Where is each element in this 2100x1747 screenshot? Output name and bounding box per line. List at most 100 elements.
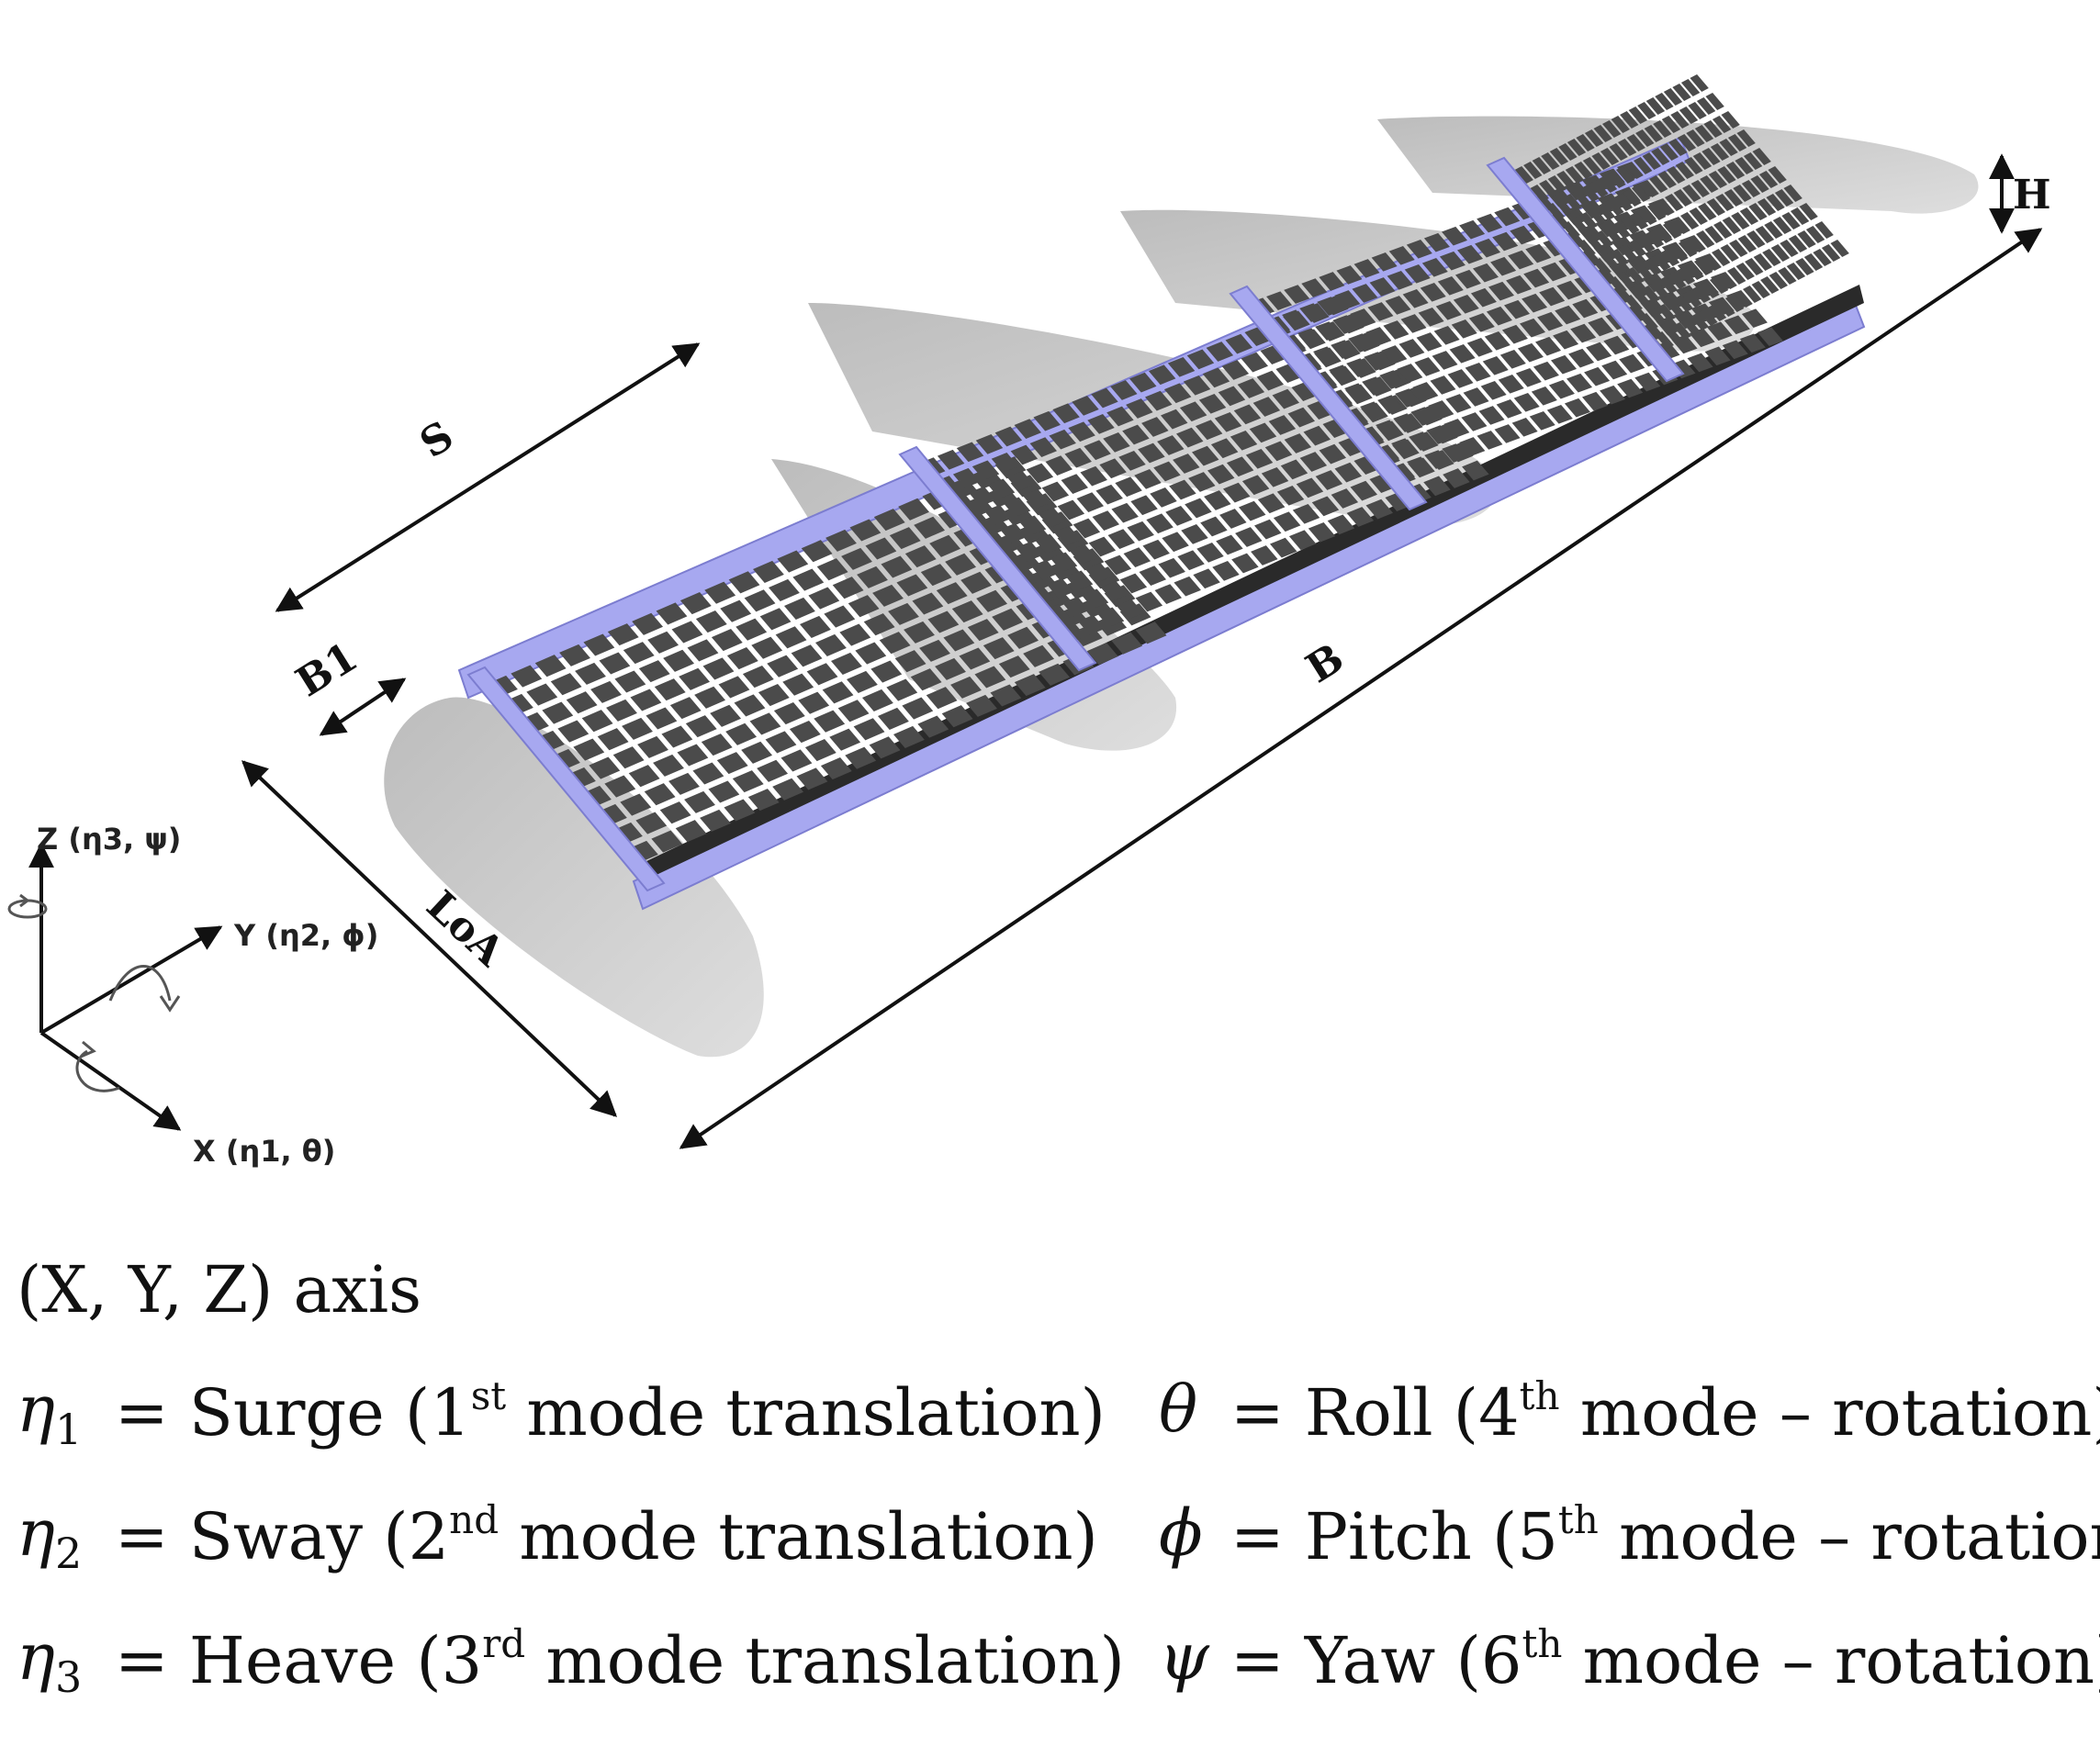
solar-cell bbox=[557, 720, 590, 743]
solar-cell bbox=[1698, 203, 1717, 220]
solar-cell bbox=[1185, 498, 1212, 519]
solar-cell bbox=[695, 610, 727, 633]
solar-cell bbox=[1235, 527, 1263, 547]
solar-cell bbox=[710, 704, 742, 727]
solar-cell bbox=[765, 731, 797, 754]
solar-cell bbox=[1193, 568, 1220, 589]
solar-cell bbox=[1731, 212, 1750, 230]
solar-cell bbox=[1251, 545, 1278, 566]
solar-cell bbox=[902, 697, 934, 720]
solar-cell bbox=[1514, 166, 1533, 184]
solar-cell bbox=[804, 739, 837, 762]
solar-cell bbox=[1774, 189, 1794, 207]
solar-cell bbox=[1783, 185, 1802, 202]
solar-cell bbox=[1733, 185, 1752, 202]
solar-cell bbox=[1596, 203, 1616, 220]
solar-cell bbox=[822, 681, 854, 704]
solar-cell bbox=[757, 759, 789, 782]
solar-cell bbox=[694, 686, 726, 709]
solar-cell bbox=[653, 754, 684, 777]
solar-cell bbox=[726, 647, 758, 670]
solar-cell bbox=[1494, 207, 1521, 227]
dimension-b1-label: B1 bbox=[288, 633, 366, 706]
solar-cell bbox=[669, 697, 702, 720]
solar-cell bbox=[886, 678, 918, 701]
solar-cell bbox=[559, 644, 590, 666]
heave-description: = Heave (3rd mode translation) bbox=[115, 1621, 1125, 1698]
solar-cell bbox=[1752, 148, 1771, 165]
solar-cell bbox=[732, 770, 764, 793]
solar-cell bbox=[511, 665, 543, 688]
solar-cell bbox=[685, 715, 717, 738]
solar-cell bbox=[1154, 584, 1183, 604]
solar-cell bbox=[1555, 198, 1574, 216]
x-axis-label: X (η1, θ) bbox=[193, 1134, 335, 1169]
solar-cell bbox=[632, 612, 664, 635]
solar-cell bbox=[1558, 143, 1578, 161]
solar-cell bbox=[1578, 212, 1599, 230]
solar-cell bbox=[1620, 111, 1639, 129]
solar-cell bbox=[1682, 185, 1701, 202]
coordinate-axes: Z (η3, ψ) Y (η2, ϕ) X (η1, θ) bbox=[7, 822, 378, 1169]
solar-cell bbox=[1781, 212, 1801, 230]
floating-solar-platform-diagram: S B1 B H LoA Z (η3, ψ) Y (η2, ϕ) X (η1, … bbox=[7, 74, 2051, 1169]
solar-cell bbox=[742, 666, 774, 689]
solar-cell bbox=[1653, 120, 1672, 138]
solar-cell bbox=[1095, 484, 1123, 505]
solar-cell bbox=[1708, 171, 1728, 188]
pitch-description: = Pitch (5th mode – rotation) bbox=[1230, 1497, 2100, 1574]
solar-cell bbox=[1640, 180, 1659, 197]
solar-cell bbox=[654, 678, 686, 701]
solar-cell bbox=[1628, 106, 1648, 124]
solar-cell bbox=[1626, 134, 1645, 151]
solar-cell bbox=[701, 734, 733, 756]
solar-cell bbox=[637, 735, 668, 758]
solar-cell bbox=[1584, 129, 1604, 147]
solar-cell bbox=[1200, 516, 1228, 537]
solar-cell bbox=[751, 636, 783, 659]
legend-row-2: η2 = Sway (2nd mode translation) ϕ = Pit… bbox=[0, 1501, 2100, 1593]
solar-cell bbox=[1607, 171, 1626, 188]
solar-cell bbox=[1139, 566, 1167, 586]
solar-cell bbox=[599, 652, 631, 675]
solar-cell bbox=[1565, 166, 1585, 184]
solar-cell bbox=[736, 618, 768, 641]
solar-cell bbox=[1634, 157, 1653, 174]
solar-cell bbox=[1675, 162, 1695, 179]
solar-cell bbox=[1598, 175, 1618, 193]
solar-cell bbox=[734, 694, 766, 717]
solar-cell bbox=[702, 657, 735, 680]
solar-cell bbox=[1717, 166, 1736, 184]
eta2-symbol: η2 bbox=[17, 1495, 83, 1578]
solar-cell bbox=[749, 712, 781, 735]
solar-cell bbox=[1757, 198, 1777, 216]
solar-cell bbox=[1216, 534, 1243, 555]
solar-cell bbox=[1719, 139, 1738, 156]
solar-cell bbox=[1549, 148, 1569, 165]
solar-cell bbox=[758, 684, 790, 707]
solar-cell bbox=[1273, 511, 1301, 532]
solar-cell bbox=[716, 752, 748, 775]
solar-cell bbox=[1645, 97, 1666, 115]
solar-cell bbox=[837, 700, 870, 722]
solar-cell bbox=[1690, 74, 1709, 92]
eta1-symbol: η1 bbox=[17, 1372, 83, 1454]
solar-cell bbox=[679, 667, 711, 690]
solar-cell bbox=[815, 633, 847, 656]
psi-symbol: ψ bbox=[1159, 1619, 1209, 1695]
legend-title: (X, Y, Z) axis bbox=[17, 1252, 422, 1327]
solar-cell bbox=[1659, 143, 1679, 161]
solar-cell bbox=[1602, 120, 1622, 138]
solar-cell bbox=[1692, 152, 1713, 170]
y-axis bbox=[39, 925, 223, 1035]
solar-cell bbox=[1672, 84, 1691, 101]
solar-cell bbox=[1618, 139, 1637, 156]
solar-cell bbox=[1727, 134, 1747, 151]
rotation-y-icon bbox=[108, 965, 181, 1013]
solar-cell bbox=[1651, 148, 1670, 165]
solar-cell bbox=[1567, 139, 1587, 156]
solar-cell bbox=[1701, 148, 1721, 165]
solar-cell bbox=[1541, 152, 1560, 170]
dimension-loa-arrow bbox=[241, 760, 618, 1117]
solar-cell bbox=[1705, 93, 1724, 110]
